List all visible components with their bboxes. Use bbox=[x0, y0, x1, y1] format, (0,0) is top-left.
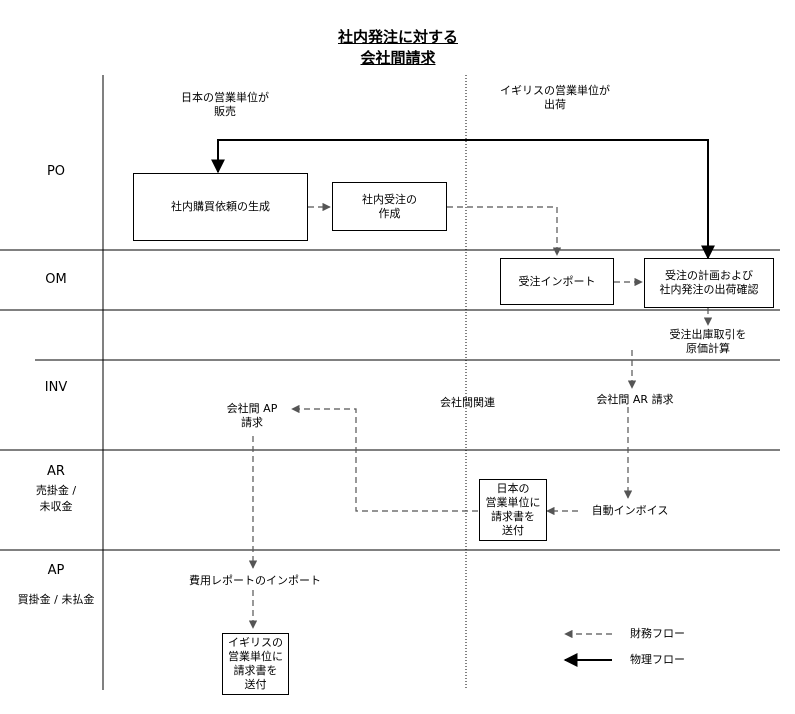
flow-send-to-ap bbox=[291, 404, 478, 512]
label-expense-import: 費用レポートのインポート bbox=[189, 574, 321, 587]
right-column-header: イギリスの営業単位が 出荷 bbox=[500, 84, 610, 111]
lane-po: PO bbox=[46, 164, 66, 179]
box-order-import: 受注インポート bbox=[500, 258, 614, 305]
box-send-invoice-uk: イギリスの 営業単位に 請求書を 送付 bbox=[222, 633, 289, 695]
lane-ar: AR bbox=[47, 464, 65, 479]
lane-ar-subtitle: 売掛金 / 未収金 bbox=[35, 484, 77, 513]
label-ic-ap-invoice: 会社間 AP 請求 bbox=[226, 402, 278, 429]
label-issue-cost: 受注出庫取引を 原価計算 bbox=[669, 328, 747, 355]
box-internal-requisition: 社内購買依頼の生成 bbox=[133, 173, 308, 241]
diagram-title-line1: 社内発注に対する bbox=[337, 28, 458, 46]
left-column-header: 日本の営業単位が 販売 bbox=[181, 91, 269, 118]
legend-physical-flow: 物理フロー bbox=[630, 653, 685, 666]
label-auto-invoice: 自動インボイス bbox=[591, 504, 669, 517]
lane-om: OM bbox=[45, 272, 67, 287]
diagram-title-line2: 会社間請求 bbox=[360, 49, 436, 67]
lane-inv: INV bbox=[44, 380, 68, 395]
label-ic-ar-invoice: 会社間 AR 請求 bbox=[596, 393, 674, 406]
flow-order-to-import bbox=[447, 206, 562, 256]
lane-ap-subtitle: 買掛金 / 未払金 bbox=[17, 593, 95, 606]
physical-flow-ship-to-po bbox=[211, 139, 715, 260]
legend-financial-flow: 財務フロー bbox=[630, 627, 685, 640]
label-ic-relation: 会社間関連 bbox=[440, 396, 495, 409]
lane-ap: AP bbox=[47, 563, 65, 578]
box-internal-order: 社内受注の 作成 bbox=[332, 182, 447, 231]
box-pick-release-ship: 受注の計画および 社内発注の出荷確認 bbox=[644, 258, 774, 308]
box-send-invoice-japan: 日本の 営業単位に 請求書を 送付 bbox=[479, 479, 547, 541]
